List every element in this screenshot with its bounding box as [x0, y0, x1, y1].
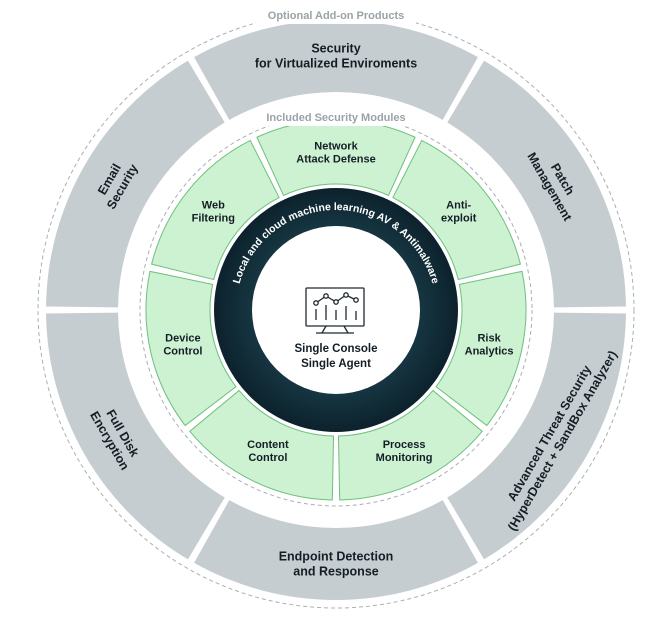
inner-web-filtering-label-line1: Web — [202, 200, 225, 212]
inner-network-attack-defense-label-line1: Network — [314, 141, 358, 153]
included-caption: Included Security Modules — [266, 112, 405, 124]
inner-web-filtering-label-line2: Filtering — [192, 213, 235, 225]
inner-device-control-label-line2: Control — [163, 345, 202, 357]
outer-segment-shape — [194, 20, 478, 120]
outer-segment-shape — [46, 60, 225, 308]
inner-segment-shape — [435, 270, 527, 427]
outer-security-virtualized-label-line1: Security — [311, 42, 360, 56]
inner-segment-shape — [392, 139, 521, 281]
outer-segment-shape — [447, 312, 626, 560]
center-label-line2: Single Agent — [301, 358, 371, 370]
outer-security-virtualized-label-line2: for Virtualized Enviroments — [255, 57, 417, 71]
inner-segment-anti-exploit: Anti-exploit — [392, 139, 521, 281]
inner-risk-analytics-label-line1: Risk — [477, 332, 501, 344]
outer-segment-shape — [194, 500, 478, 600]
optional-caption: Optional Add-on Products — [268, 10, 404, 22]
included-caption-bg — [257, 110, 415, 126]
inner-risk-analytics-label-line2: Analytics — [465, 345, 514, 357]
analytics-monitor-icon — [305, 287, 365, 334]
optional-caption-bg — [256, 7, 416, 24]
outer-endpoint-detection-response-label-line1: Endpoint Detection — [279, 550, 394, 564]
inner-segment-shape — [337, 389, 483, 501]
outer-endpoint-detection-response-label-line2: and Response — [293, 565, 378, 579]
included-dashed-ring — [139, 113, 533, 507]
inner-anti-exploit-label-line2: exploit — [441, 213, 477, 225]
center-label-line1: Single Console — [294, 343, 377, 355]
inner-device-control-label-line1: Device — [165, 332, 200, 344]
inner-content-control-label-line2: Control — [248, 452, 287, 464]
inner-segment-shape — [189, 389, 335, 501]
inner-segment-shape — [151, 139, 280, 281]
outer-segment-shape — [46, 312, 225, 560]
inner-process-monitoring-label-line1: Process — [383, 439, 426, 451]
inner-anti-exploit-label-line1: Anti- — [446, 200, 471, 212]
inner-process-monitoring-label-line2: Monitoring — [376, 452, 433, 464]
outer-segment-shape — [447, 60, 626, 308]
inner-content-control-label-line1: Content — [247, 439, 289, 451]
inner-network-attack-defense-label-line2: Attack Defense — [296, 154, 375, 166]
inner-segment-shape — [145, 270, 237, 427]
